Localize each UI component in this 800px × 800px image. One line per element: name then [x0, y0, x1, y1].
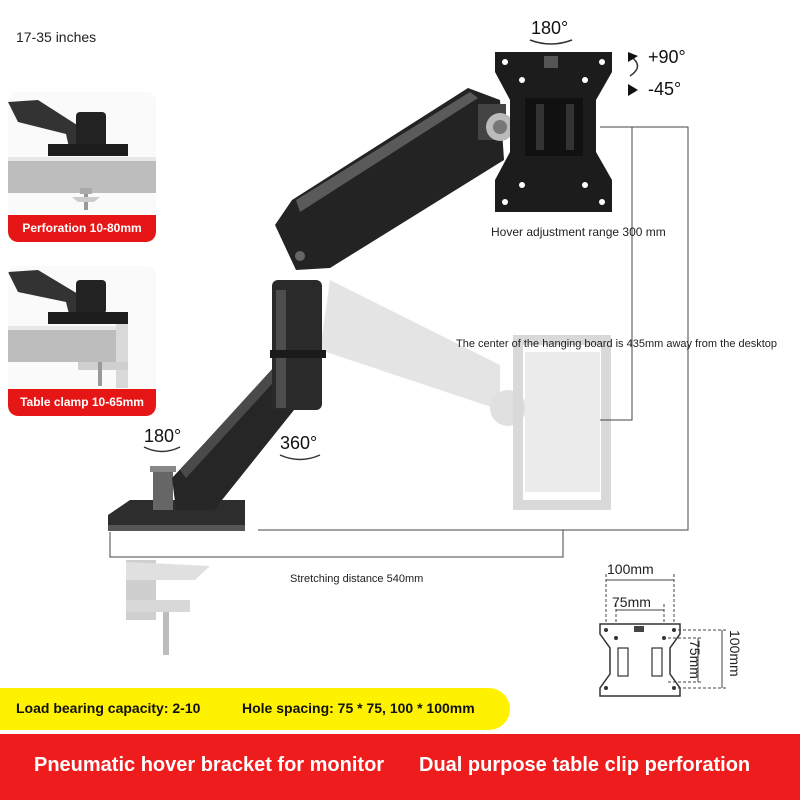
banner-right-text: Dual purpose table clip perforation [419, 754, 751, 776]
hover-guide-line [600, 127, 633, 421]
vesa-outer-height: 100mm [727, 630, 743, 677]
ghost-arm [320, 280, 611, 510]
load-capacity-text: Load bearing capacity: 2-10 [16, 700, 201, 716]
banner-left-text: Pneumatic hover bracket for monitor [34, 754, 385, 776]
base-rotation-label: 180° [144, 426, 182, 446]
tilt-down-label: -45° [648, 79, 682, 99]
tilt-up-label: +90° [648, 47, 686, 67]
perforation-card: Perforation 10-80mm [8, 92, 156, 242]
size-range-label: 17-35 inches [16, 29, 97, 45]
swivel-rotation-label: 360° [280, 433, 318, 453]
vesa-plate [495, 52, 612, 212]
center-distance-text: The center of the hanging board is 435mm… [456, 338, 778, 350]
vesa-inner-height: 75mm [687, 640, 703, 679]
top-rotation-label: 180° [531, 18, 569, 38]
vesa-inner-width: 75mm [612, 594, 651, 610]
bottom-banner: Pneumatic hover bracket for monitor Dual… [0, 734, 800, 800]
top-rotate-arrow [529, 39, 573, 45]
clamp-caption: Table clamp 10-65mm [8, 389, 156, 416]
perforation-caption: Perforation 10-80mm [8, 215, 156, 242]
stretch-guide-line [109, 530, 564, 558]
table-clamp-card: Table clamp 10-65mm [8, 266, 156, 416]
hole-spacing-text: Hole spacing: 75 * 75, 100 * 100mm [242, 700, 475, 716]
upper-arm [275, 88, 504, 270]
swivel-arrow [279, 454, 321, 461]
base-rotate-arrow [143, 446, 181, 453]
vesa-plate-outline [599, 623, 681, 697]
stretch-distance-text: Stretching distance 540mm [290, 573, 424, 585]
spec-bar [0, 688, 510, 730]
hover-range-text: Hover adjustment range 300 mm [491, 225, 666, 239]
vesa-diagram [599, 574, 726, 697]
height-guide-line [258, 126, 689, 531]
vesa-outer-width: 100mm [607, 561, 654, 577]
monitor-arm-illustration [108, 39, 689, 655]
